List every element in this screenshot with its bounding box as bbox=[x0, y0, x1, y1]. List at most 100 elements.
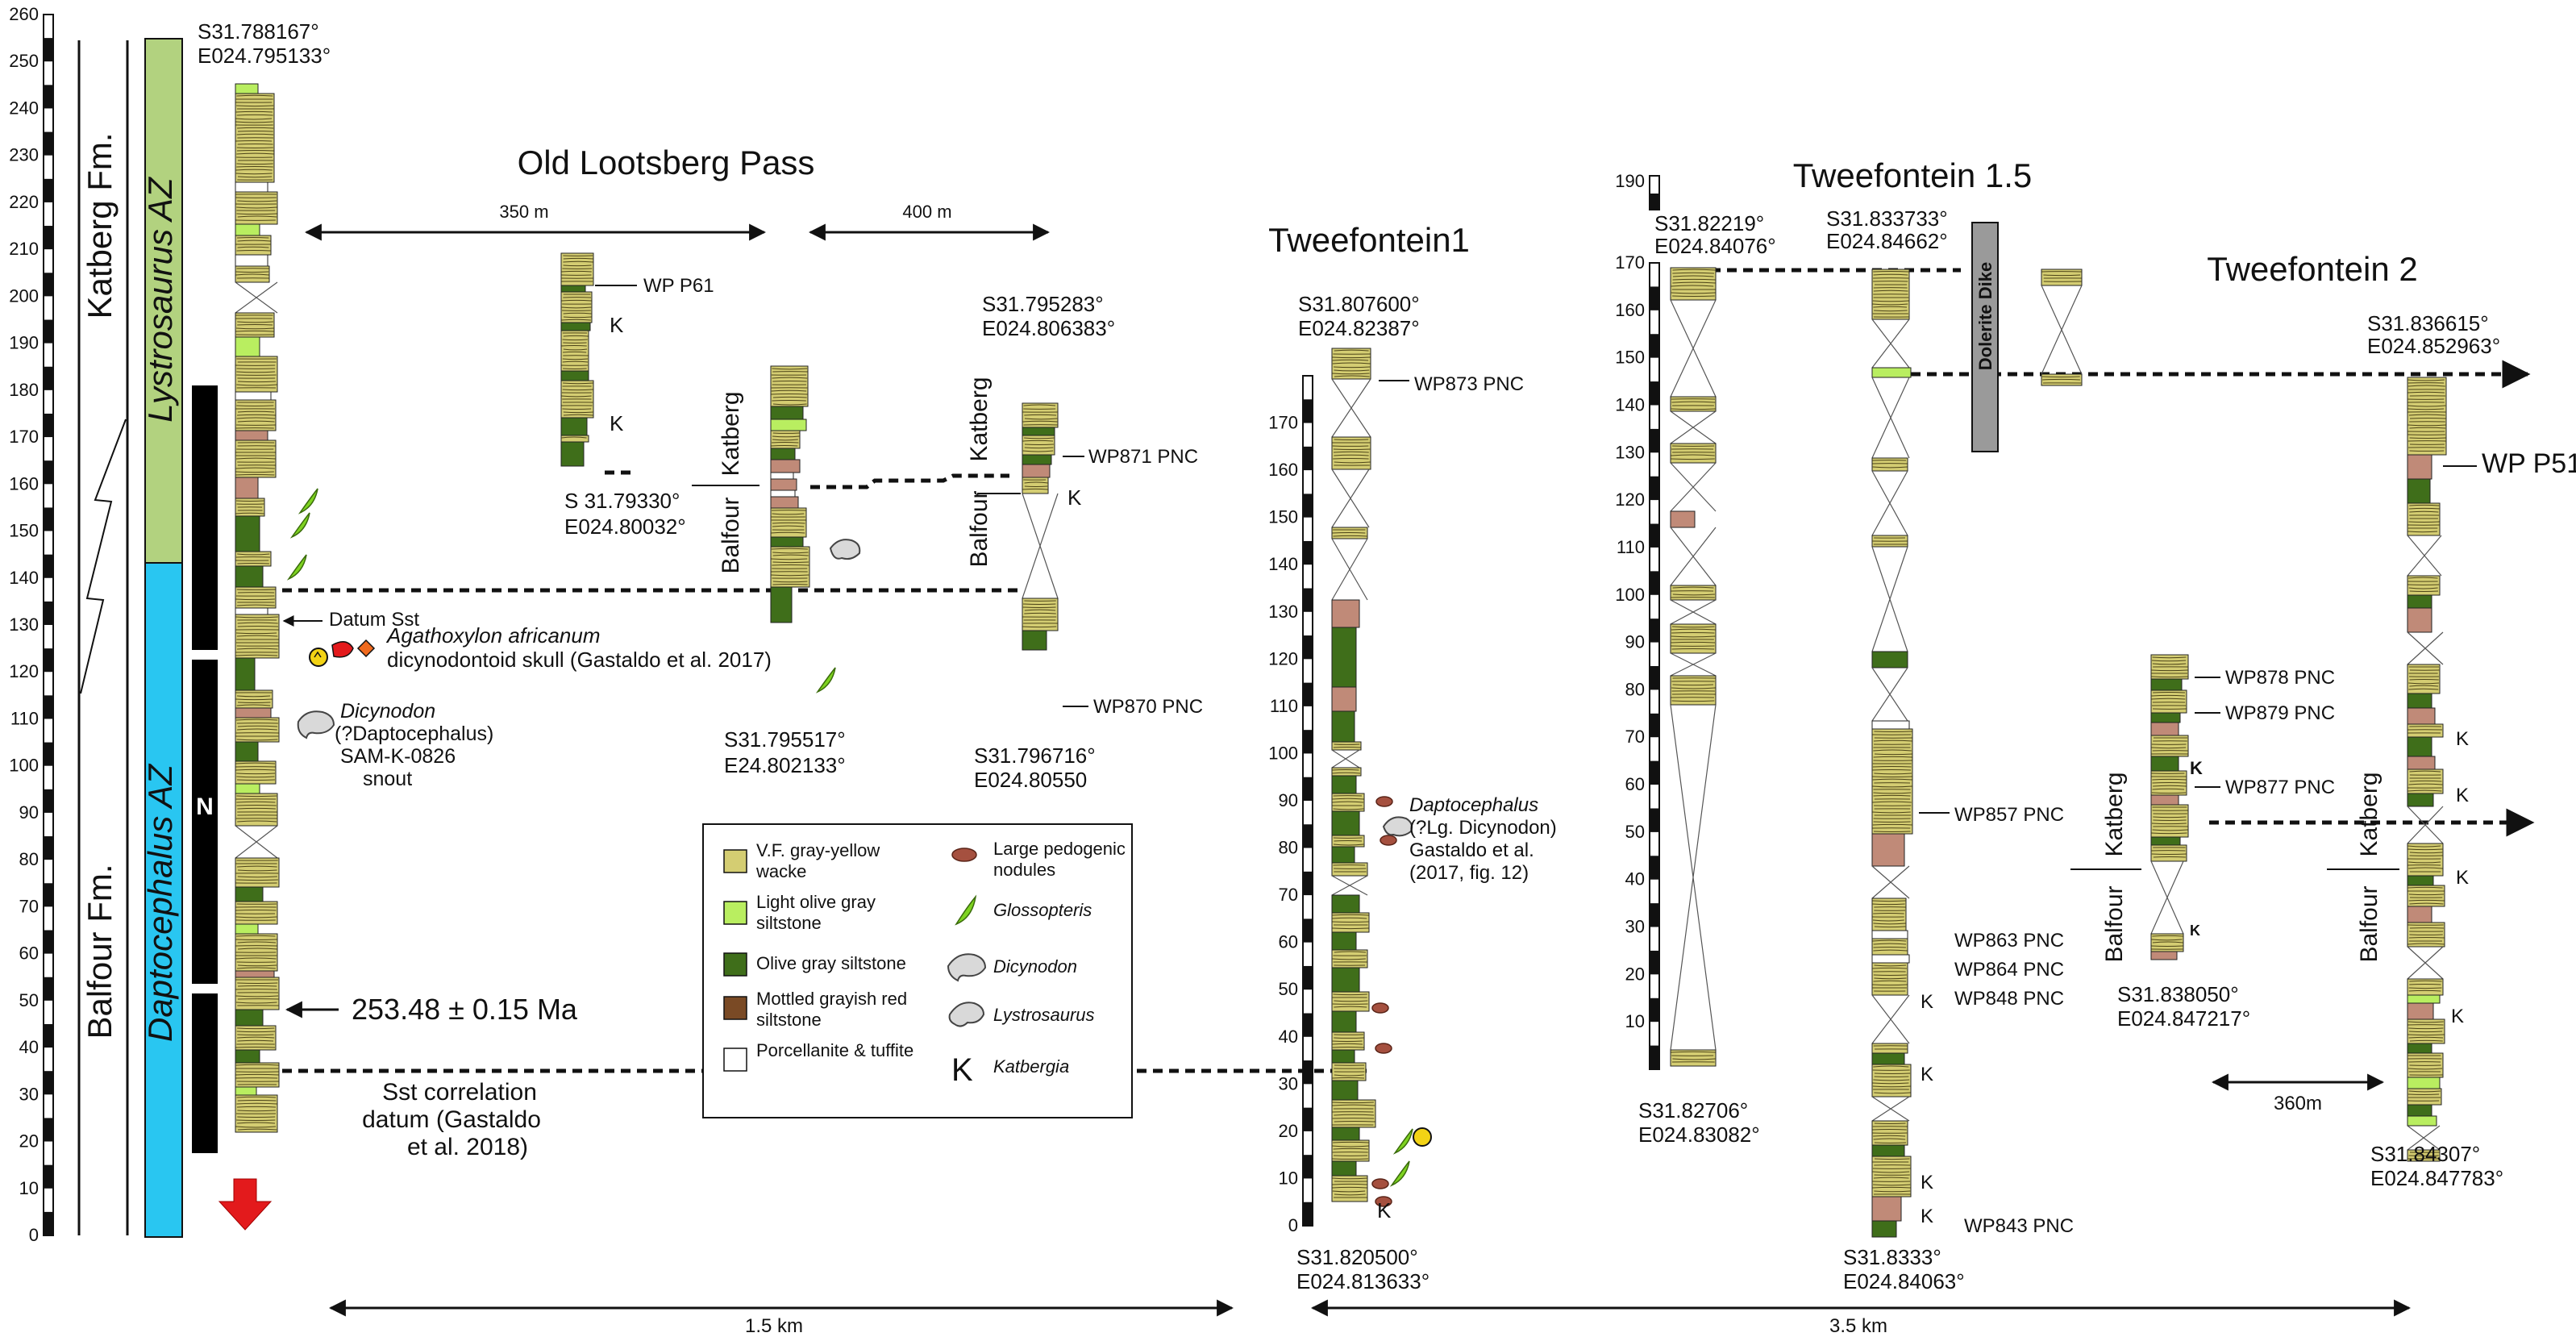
dicynodon-name: Dicynodon bbox=[340, 700, 435, 723]
legend-item-olive-gray: Olive gray siltstone bbox=[756, 953, 906, 973]
olp3-wp871: WP871 PNC bbox=[1088, 446, 1198, 468]
tw2-wp-p51: WP P51 bbox=[2482, 448, 2576, 479]
agathoxylon-species: Agathoxylon africanum bbox=[385, 623, 600, 648]
tw1-nodule-icons bbox=[1371, 796, 1397, 1207]
tw1-k: K bbox=[1377, 1198, 1392, 1222]
tw2-right-k-3: K bbox=[2456, 867, 2469, 889]
legend-symbol-dicynodon: Dicynodon bbox=[993, 956, 1077, 977]
legend-glossopteris-icon bbox=[955, 894, 977, 926]
tw15-wp864: WP864 PNC bbox=[1954, 959, 2064, 981]
tw15-k-2: K bbox=[1921, 1064, 1933, 1085]
scale-tick-label: 60 bbox=[1625, 774, 1645, 794]
tw1-dapto-line-3: (2017, fig. 12) bbox=[1409, 862, 1529, 884]
tw2-left-balfour: Balfour bbox=[2101, 885, 2128, 962]
legend-k-icon: K bbox=[951, 1052, 973, 1088]
tw15-wp848: WP848 PNC bbox=[1954, 988, 2064, 1010]
olp3-coord-bottom-1: S31.796716° bbox=[974, 743, 1096, 768]
legend-symbol-nodules: Large pedogenic nodules bbox=[993, 839, 1126, 880]
scale-tick-label: 20 bbox=[19, 1131, 39, 1152]
tw15-wp843: WP843 PNC bbox=[1964, 1215, 2074, 1237]
scale-tick-label: 120 bbox=[9, 661, 39, 681]
scale-tick-label: 240 bbox=[9, 98, 39, 118]
polarity-normal-label: N bbox=[196, 793, 214, 820]
tw2-wp879: WP879 PNC bbox=[2225, 702, 2335, 724]
olp2-balfour-label: Balfour bbox=[718, 497, 744, 573]
daptocephalus-az-bar bbox=[144, 562, 183, 1238]
tw2-section-left bbox=[2150, 654, 2189, 960]
scale-tick-label: 230 bbox=[9, 145, 39, 165]
olp1-k-1: K bbox=[610, 313, 624, 337]
scale-tick-label: 120 bbox=[1268, 648, 1298, 668]
scale-tick-label: 80 bbox=[1279, 838, 1298, 858]
olp1-k-2: K bbox=[610, 411, 624, 435]
scale-tick-label: 190 bbox=[9, 333, 39, 353]
katberg-fm-label: Katberg Fm. bbox=[81, 132, 119, 319]
agathoxylon-note: dicynodontoid skull (Gastaldo et al. 201… bbox=[387, 648, 772, 672]
scale-tick-label: 10 bbox=[1625, 1011, 1645, 1031]
legend-lystrosaurus-icon bbox=[948, 1002, 985, 1027]
ref-coord-top-1: S31.788167° bbox=[198, 19, 319, 44]
scale-tick-label: 110 bbox=[1617, 537, 1645, 557]
tw15-coord-b-bottom-2: E024.84063° bbox=[1843, 1269, 1965, 1293]
olp2-glossopteris-icon bbox=[815, 667, 836, 693]
tw15-section-b bbox=[1871, 269, 1913, 1238]
olp3-coord-top-1: S31.795283° bbox=[982, 292, 1104, 316]
scale-tick-label: 110 bbox=[10, 708, 39, 728]
scale-tick-label: 30 bbox=[1625, 917, 1645, 937]
distance-3-5km: 3.5 km bbox=[1829, 1315, 1887, 1337]
scale-tick-label: 160 bbox=[9, 473, 39, 494]
olp-section-3 bbox=[1022, 402, 1059, 651]
scale-tick-label: 70 bbox=[1625, 727, 1645, 747]
scale-tick-label: 80 bbox=[19, 849, 39, 869]
tw2-coord-top-2: E024.852963° bbox=[2367, 334, 2500, 358]
title-tweefontein1: Tweefontein1 bbox=[1268, 221, 1470, 259]
legend-nodule-icon bbox=[951, 848, 977, 862]
scale-tick-label: 170 bbox=[1615, 252, 1645, 273]
tw15-meter-scale: 1020304050607080901001101201301401501601… bbox=[1615, 171, 1660, 1070]
scale-tick-label: 200 bbox=[9, 285, 39, 306]
scale-tick-label: 210 bbox=[9, 239, 39, 259]
legend: V.F. gray-yellow wacke Light olive gray … bbox=[702, 823, 1133, 1118]
ref-coord-top-2: E024.795133° bbox=[198, 44, 331, 68]
tw15-coord-a-bottom-1: S31.82706° bbox=[1638, 1098, 1748, 1122]
dicynodon-skull-icon bbox=[297, 710, 335, 739]
scale-tick-label: 220 bbox=[9, 192, 39, 212]
tw15-coord-b-bottom-1: S31.8333° bbox=[1843, 1245, 1941, 1269]
scale-tick-label: 100 bbox=[1268, 743, 1298, 763]
scale-tick-label: 120 bbox=[1615, 489, 1645, 510]
olp3-k: K bbox=[1067, 485, 1082, 510]
tw2-right-katberg: Katberg bbox=[2356, 772, 2382, 856]
lystrosaurus-az-label: Lystrosaurus AZ bbox=[141, 177, 179, 423]
scale-tick-label: 50 bbox=[19, 990, 39, 1010]
scale-tick-label: 140 bbox=[1268, 554, 1298, 574]
age-label: 253.48 ± 0.15 Ma bbox=[352, 993, 578, 1026]
tw1-lower-symbols bbox=[1389, 1127, 1432, 1187]
legend-symbol-katbergia: Katbergia bbox=[993, 1056, 1070, 1077]
daptocephalus-az-label: Daptocephalus AZ bbox=[141, 764, 179, 1042]
scale-tick-label: 40 bbox=[19, 1037, 39, 1057]
balfour-fm-label: Balfour Fm. bbox=[81, 864, 119, 1039]
tw2-coord-top-1: S31.836615° bbox=[2367, 311, 2489, 335]
dicynodon-line-3: snout bbox=[363, 768, 412, 790]
scale-tick-label: 50 bbox=[1279, 979, 1298, 999]
sst-correlation-line-1: Sst correlation bbox=[382, 1079, 537, 1106]
tw1-dapto-name: Daptocephalus bbox=[1409, 794, 1538, 816]
legend-dicynodon-icon bbox=[947, 953, 987, 982]
scale-tick-label: 20 bbox=[1625, 964, 1645, 984]
scale-tick-label: 70 bbox=[1279, 885, 1298, 905]
tw1-section-column bbox=[1331, 348, 1376, 1202]
scale-tick-label: 110 bbox=[1270, 696, 1298, 716]
distance-400m: 400 m bbox=[902, 202, 951, 222]
scale-tick-label: 170 bbox=[9, 427, 39, 447]
legend-symbol-lystrosaurus: Lystrosaurus bbox=[993, 1005, 1095, 1025]
scale-tick-label: 140 bbox=[9, 568, 39, 588]
reference-section-column bbox=[235, 83, 280, 1133]
title-tweefontein2: Tweefontein 2 bbox=[2207, 250, 2418, 288]
tw2-left-k2: K bbox=[2190, 923, 2200, 939]
scale-tick-label: 160 bbox=[1268, 460, 1298, 480]
tw2-right-k-4: K bbox=[2451, 1006, 2464, 1027]
tw15-section-c bbox=[2041, 269, 2083, 386]
scale-tick-label: 150 bbox=[1615, 348, 1645, 368]
tw2-coord-bottom-1: S31.84307° bbox=[2370, 1142, 2480, 1166]
scale-tick-label: 100 bbox=[9, 756, 39, 776]
